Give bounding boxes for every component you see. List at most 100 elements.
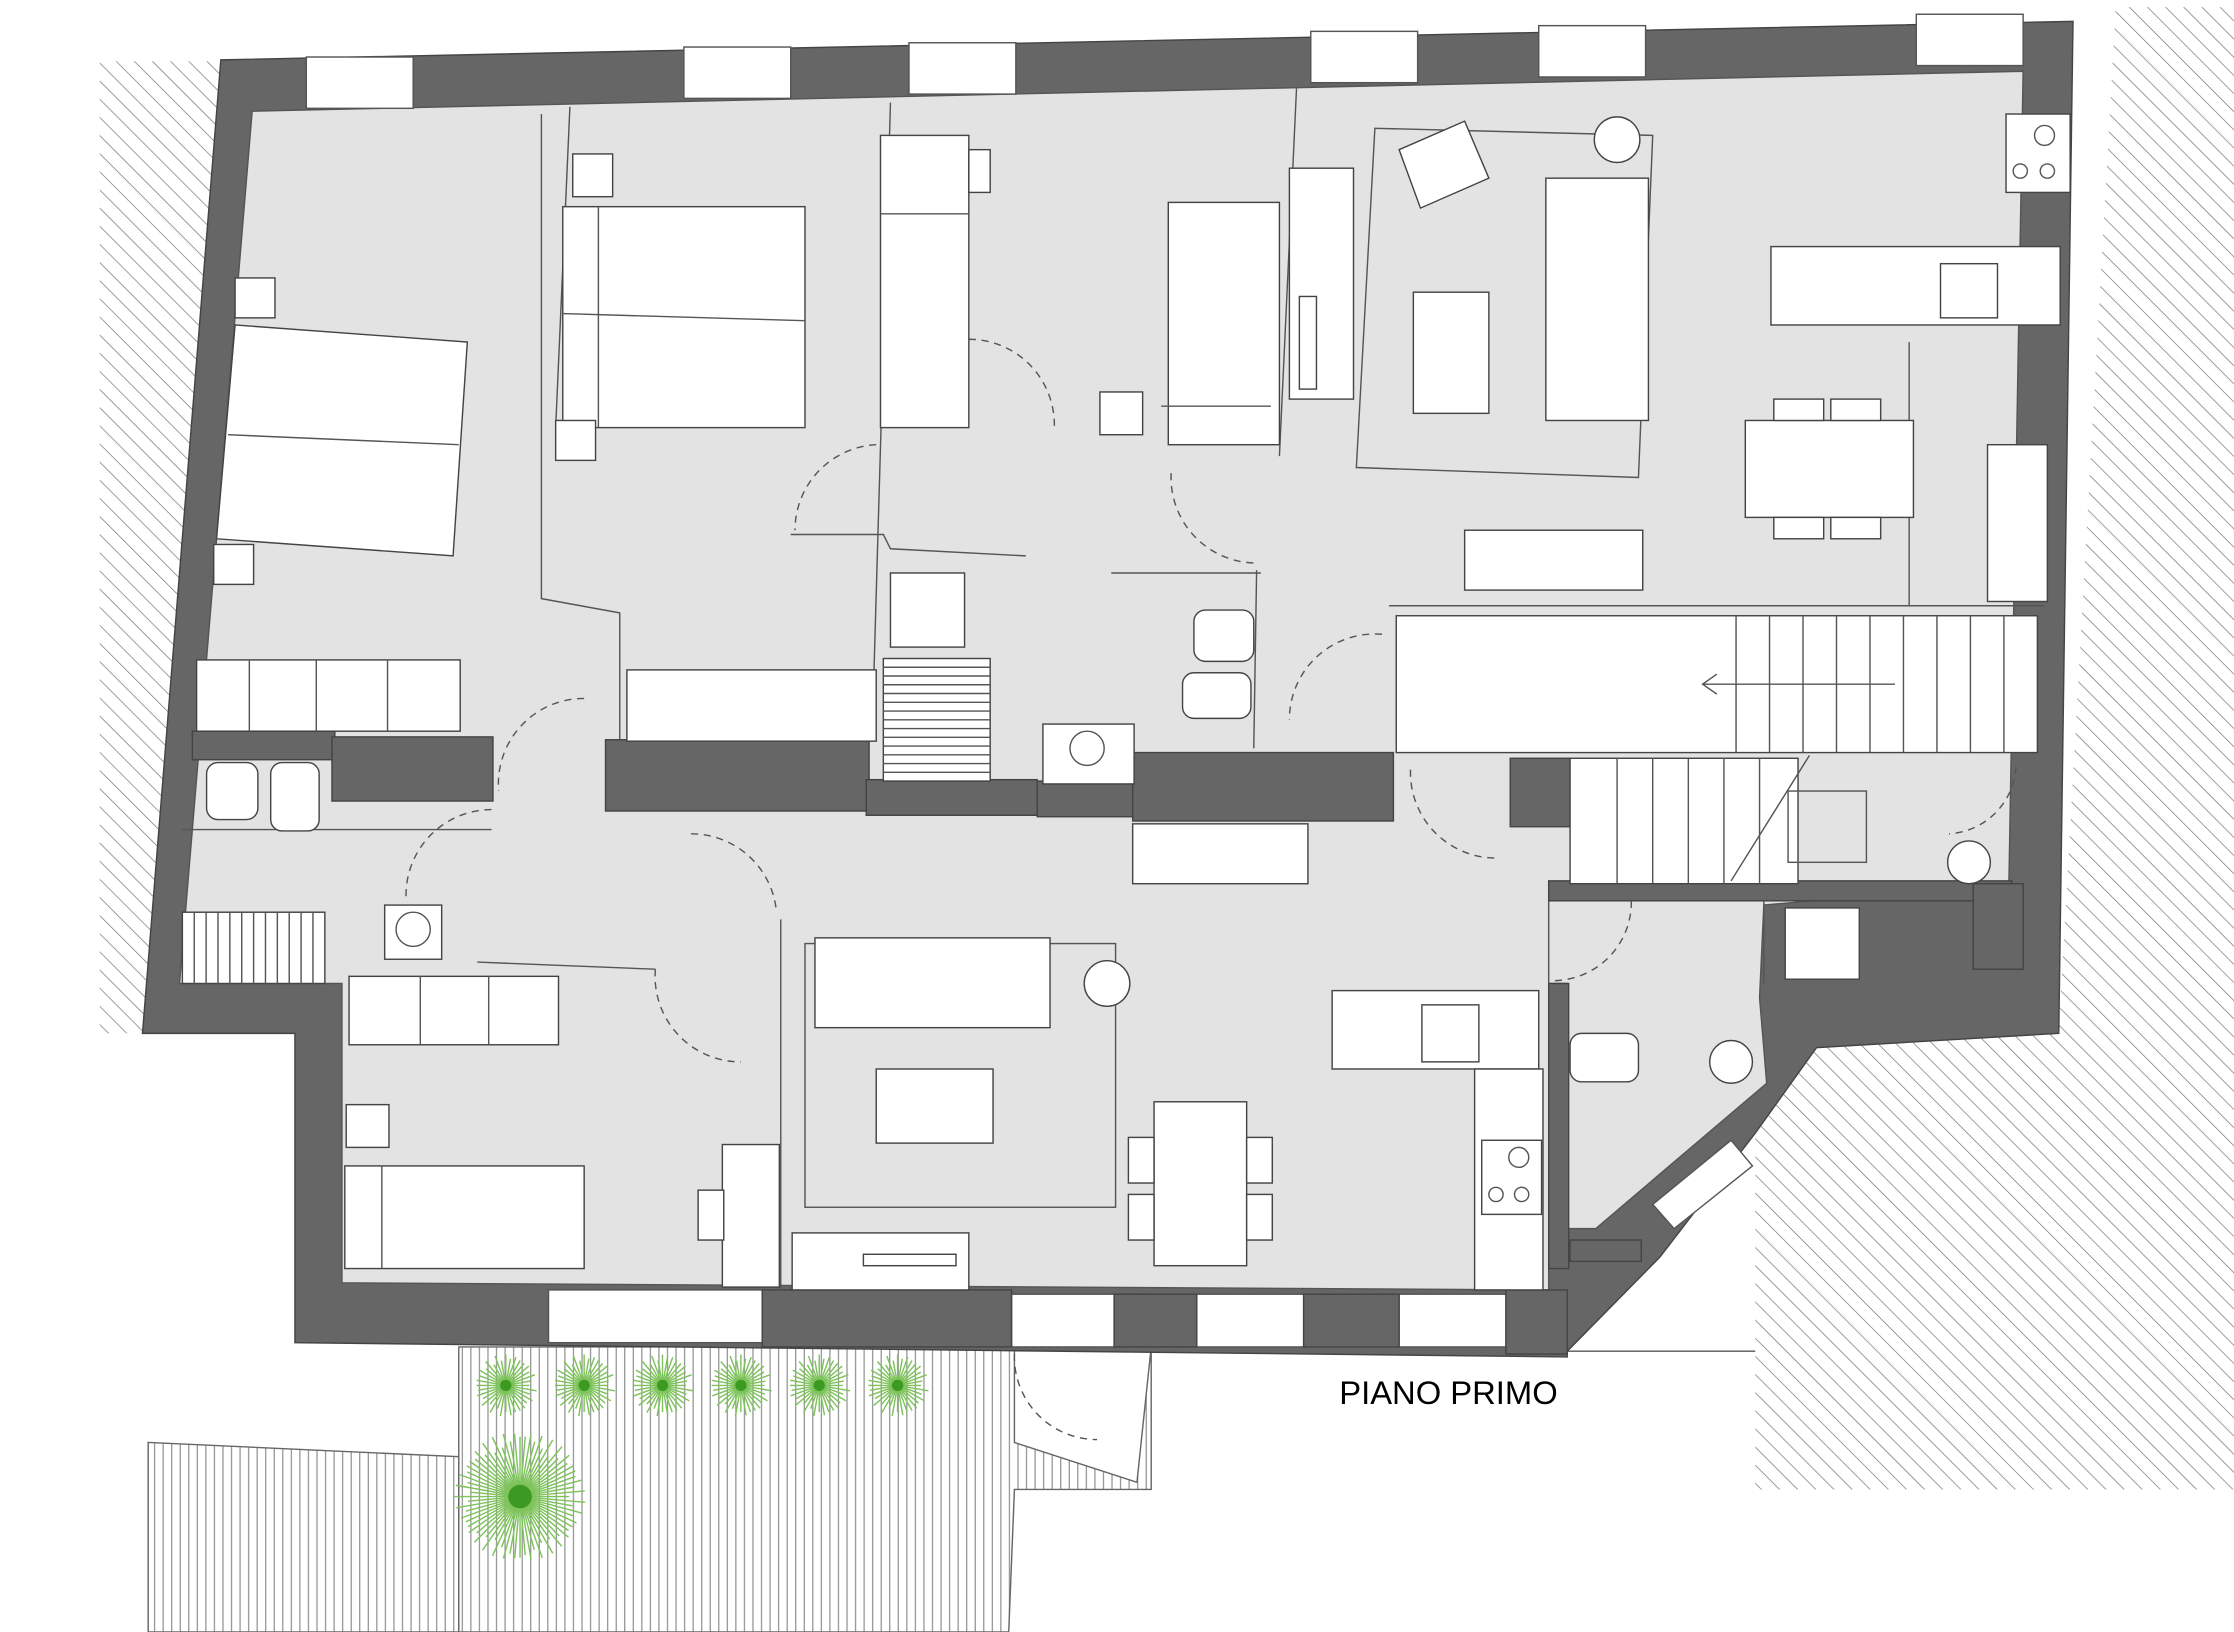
wall	[331, 736, 494, 802]
door-arc	[1288, 633, 1383, 720]
partition	[1278, 88, 1298, 457]
bed-line	[227, 434, 459, 446]
door-arc	[654, 969, 741, 1063]
wall	[1972, 882, 2024, 970]
plants	[454, 1354, 929, 1560]
shrub	[711, 1354, 772, 1417]
wall	[1505, 1289, 1568, 1355]
shower	[1784, 907, 1861, 980]
hatch-left	[99, 61, 223, 1034]
sink-basin	[395, 911, 431, 948]
burner	[2039, 163, 2056, 179]
door-arc	[405, 808, 492, 898]
wall	[1113, 1293, 1198, 1348]
burner	[2033, 124, 2056, 147]
chair	[1773, 398, 1825, 422]
window	[1915, 13, 2024, 67]
tv	[862, 1253, 957, 1267]
door-arc	[497, 697, 585, 792]
stair-lower-flight	[1569, 757, 1799, 885]
door-arc	[1409, 769, 1496, 859]
shrub	[868, 1354, 929, 1417]
fridge	[1986, 443, 2049, 603]
door-arc	[1552, 900, 1633, 982]
burner	[1508, 1146, 1530, 1169]
bidet	[1193, 609, 1255, 663]
nightstand	[234, 277, 276, 319]
sofa	[814, 937, 1051, 1029]
chair	[1245, 1136, 1274, 1184]
bed-line	[562, 312, 806, 322]
interior-walls	[191, 730, 2024, 1355]
rug	[1355, 127, 1654, 479]
window	[1196, 1293, 1305, 1348]
wall	[1509, 757, 1571, 828]
burner	[1488, 1186, 1504, 1203]
drawer	[1298, 295, 1318, 390]
dining-table	[1744, 419, 1915, 519]
floor-lamp	[1083, 959, 1131, 1007]
double-bed	[215, 324, 469, 557]
terrace-center	[458, 1346, 1152, 1632]
single-bed	[879, 134, 970, 429]
terrace-door-arc	[1013, 1354, 1098, 1441]
shrub	[789, 1354, 851, 1417]
sink-unit	[1421, 1004, 1480, 1063]
stair-void	[1787, 790, 1868, 864]
staircase	[181, 615, 2039, 985]
stair-steps	[193, 912, 314, 984]
single-bed	[1167, 201, 1281, 446]
partition	[540, 114, 621, 742]
chair	[1245, 1193, 1274, 1241]
wall	[1569, 1239, 1643, 1263]
partition	[1253, 570, 1258, 749]
window	[1538, 24, 1647, 78]
dining-table	[1153, 1101, 1248, 1267]
window	[547, 1289, 763, 1344]
kitchen-counter	[1770, 245, 2061, 326]
sink-basin	[1069, 730, 1105, 767]
sofa	[1545, 177, 1650, 422]
nightstand	[1099, 391, 1144, 436]
shrub	[633, 1354, 694, 1417]
toilet	[269, 761, 320, 832]
wall	[604, 739, 870, 812]
single-bed	[344, 1165, 585, 1270]
floor-title: PIANO PRIMO	[1339, 1374, 1557, 1411]
cooktop	[2005, 113, 2071, 194]
nightstand	[572, 153, 614, 198]
nightstand	[212, 543, 255, 586]
window	[1010, 1293, 1115, 1348]
wall	[1131, 751, 1395, 822]
desk	[721, 1143, 781, 1288]
window	[1398, 1293, 1507, 1348]
door-swings	[405, 338, 2017, 1063]
door-arc	[1949, 766, 2017, 835]
cooktop	[1481, 1139, 1543, 1216]
shrub	[454, 1433, 586, 1560]
wardrobe	[348, 975, 560, 1046]
wall	[865, 778, 1038, 816]
nightstand	[345, 1103, 390, 1149]
window	[305, 56, 414, 110]
nightstand	[968, 148, 991, 194]
wardrobe	[626, 669, 877, 742]
sink-basin	[1946, 840, 1992, 885]
hatch-right	[1755, 7, 2234, 1490]
stair-arrowhead	[1701, 673, 1718, 695]
sink-unit	[1042, 723, 1135, 785]
door-arc	[794, 443, 877, 531]
cabinet	[1131, 823, 1309, 885]
shrub	[476, 1354, 537, 1417]
toilet	[1569, 1032, 1640, 1083]
wall	[1036, 780, 1135, 818]
window	[683, 46, 792, 100]
desk-chair	[697, 1189, 725, 1241]
coffee-table	[875, 1068, 994, 1144]
stair-steps	[1616, 758, 1761, 884]
wall	[761, 1289, 1013, 1348]
burner	[1513, 1186, 1530, 1203]
shrub	[554, 1354, 616, 1417]
chair	[1830, 516, 1882, 540]
terrace	[147, 1346, 1756, 1632]
